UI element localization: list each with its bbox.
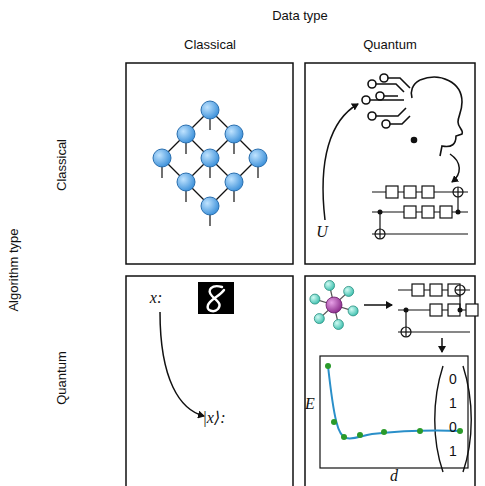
gate [466,304,478,316]
gate [422,186,434,198]
control-dot [458,308,463,313]
vector-entry: 0 [449,420,457,435]
lattice-node [225,125,243,143]
target [455,285,465,295]
vector-entry: 1 [449,444,457,459]
atom [344,286,354,296]
atom [333,320,343,330]
atom [310,294,320,304]
plot-frame [320,356,468,468]
axis-label: d [390,467,398,485]
network-lattice [153,101,267,226]
target [401,327,411,337]
handwritten-digit [208,286,224,311]
input-arrow [323,104,358,220]
cnot-link [379,212,380,239]
lattice-node [153,149,171,167]
column-header: Quantum [363,38,416,52]
axis-title: Data type [272,9,328,23]
data-points [325,363,463,440]
control-dot [378,210,383,215]
control-dot [456,210,461,215]
encoding-arrow [160,312,204,416]
lattice-node [177,125,195,143]
digit-image [198,282,234,314]
vector-entry: 0 [449,372,457,387]
energy-curve [328,366,460,439]
lattice-node [225,173,243,191]
molecule [310,280,358,329]
cnot-link [459,285,460,310]
plot-arrow [441,338,443,352]
gate [430,304,442,316]
quantum-circuit [398,284,478,337]
quadrant-frames [126,63,475,486]
lattice-node [201,101,219,119]
target-cross [457,187,458,197]
control-dot [404,308,409,313]
vector-brackets [435,366,472,472]
lattice-node [201,197,219,215]
gate [386,186,398,198]
atom [314,314,324,324]
central-atom [326,297,342,313]
row-header: Quantum [55,351,69,404]
lattice-node [201,149,219,167]
gate [430,284,442,296]
gate [440,206,452,218]
data-label: x: [150,289,162,307]
operator-label: U [316,223,328,241]
lattice-node [177,173,195,191]
output-arrow [450,154,459,182]
qubit-wire [372,211,468,212]
target-cross [459,285,460,295]
gate [404,186,416,198]
qubit-wire [372,233,468,234]
quantum-circuit [372,186,468,239]
cnot-link [405,310,406,337]
atom [348,306,358,316]
state-label: |x⟩: [202,409,225,427]
axis-title: Algorithm type [7,228,21,311]
qubit-wire [398,331,470,332]
gate [404,206,416,218]
vector-entry: 1 [449,396,457,411]
row-header: Classical [55,139,69,191]
target [375,229,385,239]
lattice-node [249,149,267,167]
target [453,187,463,197]
gate [412,284,424,296]
learner-icon [362,74,462,156]
cnot-link [457,187,458,212]
target-cross [379,229,380,239]
target-cross [405,327,406,337]
axis-label: E [305,395,315,413]
gate [422,206,434,218]
column-header: Classical [184,38,236,52]
atom [325,280,335,290]
molecule-arrow [364,304,392,306]
